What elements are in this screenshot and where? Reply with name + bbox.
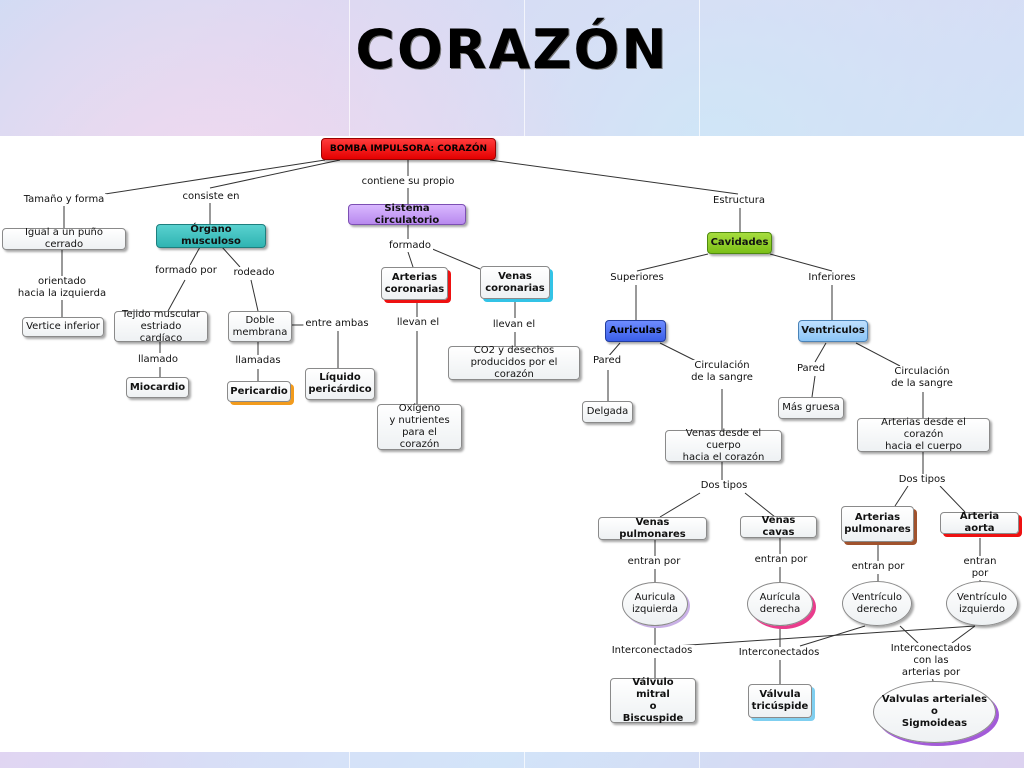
label-entran-por-4: entran por	[958, 556, 1002, 580]
label-llevan-el-1: llevan el	[394, 317, 442, 329]
label-formado: formado	[387, 240, 433, 252]
node-ventriculo-derecho[interactable]: Ventrículo derecho	[842, 581, 912, 626]
node-venas-pulmonares[interactable]: Venas pulmonares	[598, 517, 707, 540]
label-entran-por-2: entran por	[752, 554, 810, 566]
page-title: CORAZÓN	[355, 18, 669, 81]
label-entre-ambas: entre ambas	[303, 318, 371, 330]
label-tamano-forma: Tamaño y forma	[21, 194, 107, 206]
node-pericardio[interactable]: Pericardio	[227, 381, 291, 402]
label-pared-1: Pared	[590, 355, 624, 367]
node-organo-musculoso[interactable]: Órgano musculoso	[156, 224, 266, 248]
node-auricula-izquierda[interactable]: Auricula izquierda	[622, 582, 688, 626]
label-formado-por: formado por	[153, 265, 219, 277]
root-node[interactable]: BOMBA IMPULSORA: CORAZÓN	[321, 138, 496, 160]
node-cavidades[interactable]: Cavidades	[707, 232, 772, 254]
node-ventriculo-izquierdo[interactable]: Ventrículo izquierdo	[946, 581, 1018, 626]
node-oxigeno[interactable]: Oxígeno y nutrientes para el corazón	[377, 403, 462, 450]
label-llamadas: llamadas	[233, 355, 283, 367]
node-doble-membrana[interactable]: Doble membrana	[228, 311, 292, 342]
node-auriculas[interactable]: Auriculas	[605, 320, 666, 342]
node-arterias-desde-corazon[interactable]: Arterias desde el corazón hacia el cuerp…	[857, 417, 990, 452]
node-valvulas-arteriales[interactable]: Valvulas arteriales o Sigmoideas	[873, 681, 996, 743]
node-vertice-inferior[interactable]: Vertice inferior	[22, 317, 104, 337]
node-arterias-pulmonares[interactable]: Arterias pulmonares	[841, 506, 914, 542]
node-delgada[interactable]: Delgada	[582, 401, 633, 423]
label-dos-tipos-2: Dos tipos	[896, 474, 948, 486]
label-circulacion-2: Circulación de la sangre	[889, 366, 955, 390]
concept-map: BOMBA IMPULSORA: CORAZÓN Igual a un puño…	[0, 136, 1024, 752]
node-ventriculos[interactable]: Ventriculos	[798, 320, 868, 342]
node-venas-desde-cuerpo[interactable]: Venas desde el cuerpo hacia el corazón	[665, 428, 782, 463]
node-arterias-coronarias[interactable]: Arterias coronarias	[381, 267, 448, 300]
node-auricula-derecha[interactable]: Aurícula derecha	[747, 582, 813, 626]
node-arteria-aorta[interactable]: Arteria aorta	[940, 511, 1019, 534]
label-estructura: Estructura	[711, 195, 767, 207]
node-mas-gruesa[interactable]: Más gruesa	[778, 397, 844, 419]
label-consiste-en: consiste en	[180, 191, 242, 203]
label-llevan-el-2: llevan el	[490, 319, 538, 331]
node-venas-coronarias[interactable]: Venas coronarias	[480, 266, 550, 299]
label-entran-por-1: entran por	[625, 556, 683, 568]
node-tejido-muscular[interactable]: Tejido muscular estriado cardíaco	[114, 309, 208, 344]
label-circulacion-1: Circulación de la sangre	[689, 360, 755, 384]
label-contiene: contiene su propio	[359, 176, 457, 188]
label-superiores: Superiores	[608, 272, 666, 284]
label-rodeado: rodeado	[231, 267, 277, 279]
node-co2[interactable]: CO2 y desechos producidos por el corazón	[448, 345, 580, 380]
node-liquido-pericardico[interactable]: Líquido pericárdico	[305, 368, 375, 400]
label-llamado: llamado	[135, 354, 181, 366]
node-miocardio[interactable]: Miocardio	[126, 377, 189, 398]
node-valvula-tricuspide[interactable]: Válvula tricúspide	[748, 684, 812, 718]
label-entran-por-3: entran por	[849, 561, 907, 573]
label-dos-tipos-1: Dos tipos	[698, 480, 750, 492]
label-interconectados-3: Interconectados con las arterias por	[884, 643, 978, 679]
label-orientado: orientado hacia la izquierda	[15, 276, 109, 300]
node-sistema-circulatorio[interactable]: Sistema circulatorio	[348, 203, 466, 226]
label-pared-2: Pared	[794, 363, 828, 375]
node-valvulo-mitral[interactable]: Válvulo mitral o Biscuspide	[610, 677, 696, 724]
label-interconectados-2: Interconectados	[736, 647, 822, 659]
label-interconectados-1: Interconectados	[609, 645, 695, 657]
node-igual-puno[interactable]: Igual a un puño cerrado	[2, 227, 126, 250]
label-inferiores: Inferiores	[806, 272, 858, 284]
node-venas-cavas[interactable]: Venas cavas	[740, 515, 817, 538]
